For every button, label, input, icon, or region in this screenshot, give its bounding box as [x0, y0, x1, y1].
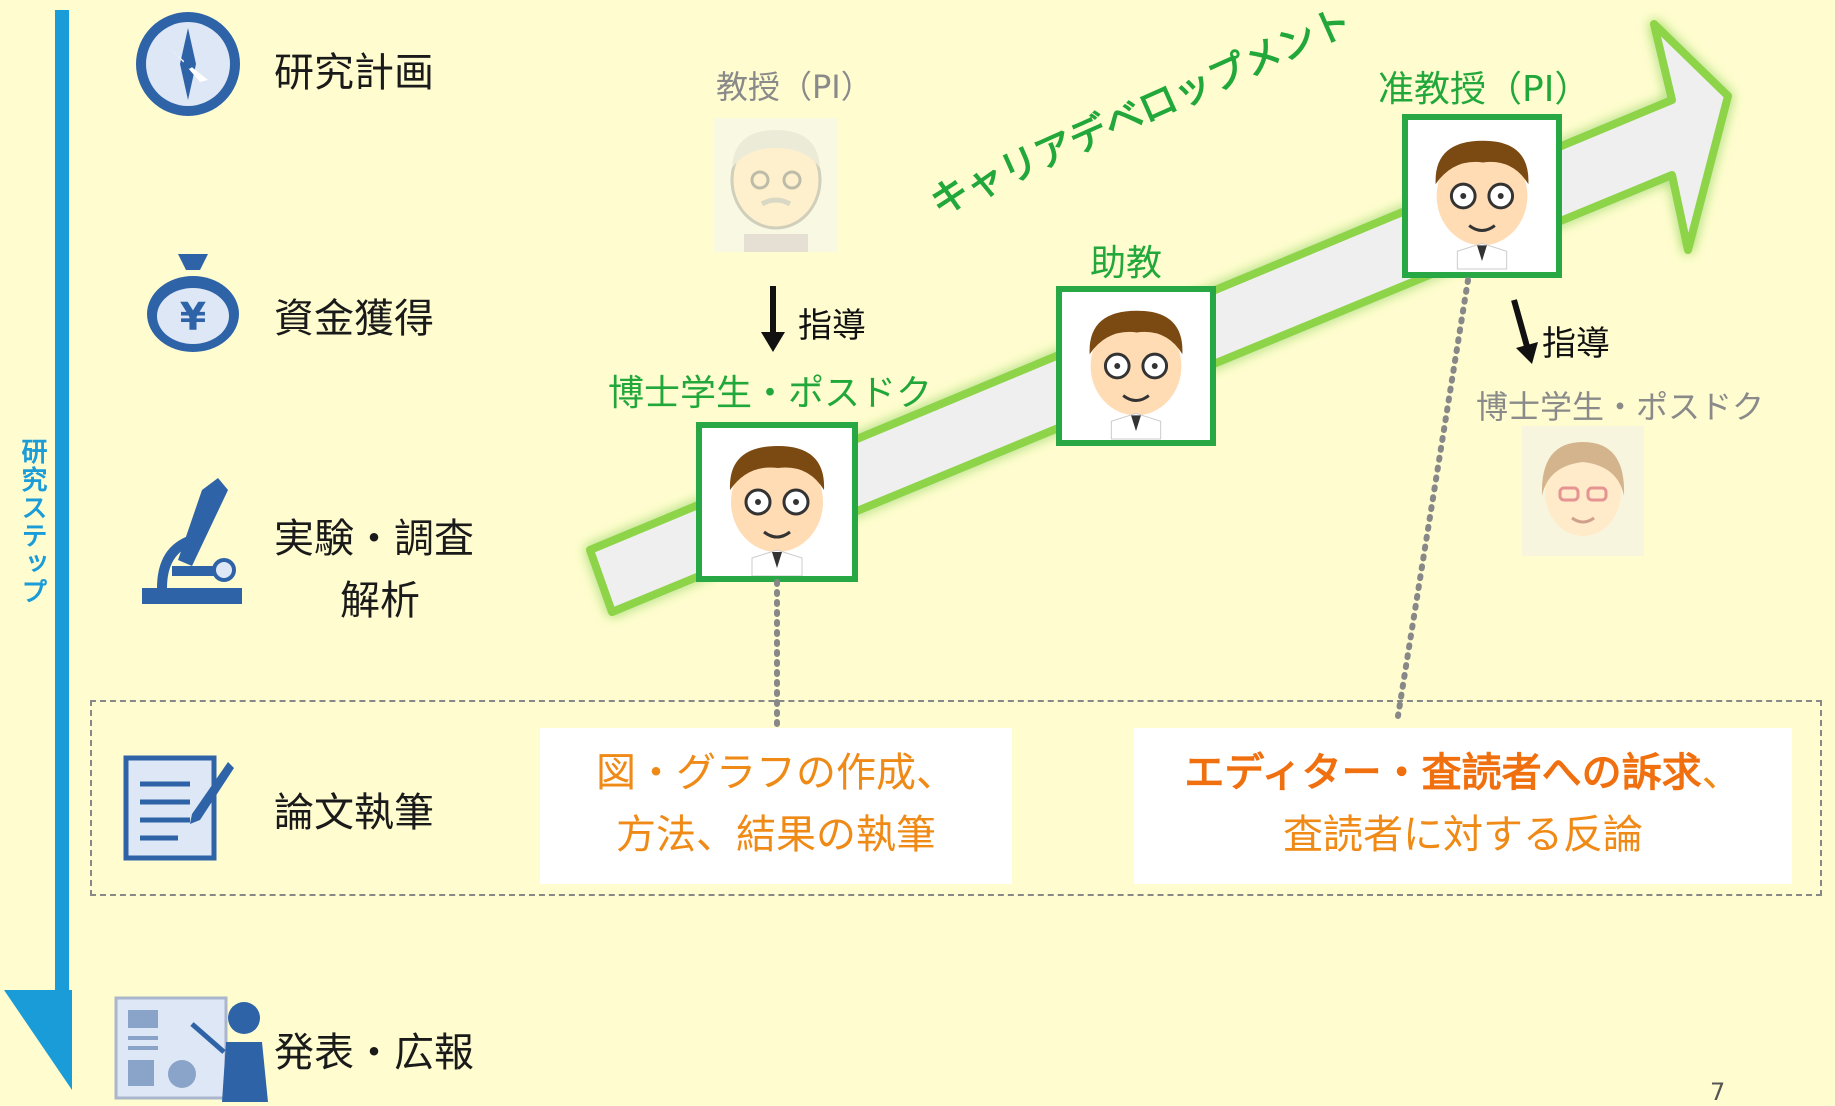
writing-task-figures-line2: 方法、結果の執筆: [616, 812, 936, 858]
microscope-icon: [142, 478, 242, 604]
step-research-plan: 研究計画: [274, 50, 434, 96]
research-step-axis: [4, 10, 72, 1090]
role-phd-postdoc-next-label: 博士学生・ポスドク: [1476, 388, 1765, 426]
money-bag-icon: ¥: [147, 254, 239, 352]
guidance-arrow-right: [1511, 299, 1538, 364]
step-analysis: 解析: [340, 578, 420, 624]
researcher-face-icon: [1089, 310, 1183, 440]
elder-face-icon: [714, 118, 838, 252]
compass-icon: [136, 12, 240, 116]
guidance-label-right: 指導: [1542, 324, 1610, 364]
researcher-face-icon: [1435, 140, 1529, 270]
writing-task-figures-line1: 図・グラフの作成、: [596, 750, 956, 796]
role-phd-postdoc-label: 博士学生・ポスドク: [608, 373, 933, 414]
axis-label: 研究ステップ: [17, 438, 47, 606]
guidance-arrow-left: [761, 286, 785, 352]
writing-task-editor-line2: 査読者に対する反論: [1283, 812, 1643, 858]
writing-task-figures-box: 図・グラフの作成、 方法、結果の執筆: [540, 728, 1012, 884]
step-paper-writing: 論文執筆: [274, 790, 434, 836]
professor-portrait: [714, 118, 838, 252]
assistant-professor-portrait: [1056, 286, 1216, 446]
writing-task-editor-line1: エディター・査読者への訴求、: [1134, 742, 1792, 804]
presentation-icon: [114, 996, 268, 1102]
researcher-face-icon: [729, 446, 825, 577]
page-number: 7: [1710, 1078, 1726, 1106]
step-presentation: 発表・広報: [274, 1030, 474, 1076]
next-phd-postdoc-portrait: [1522, 426, 1644, 556]
editor-appeal-emphasis: エディター・査読者への訴求: [1184, 750, 1702, 796]
writing-task-editor-box: エディター・査読者への訴求、 査読者に対する反論: [1134, 728, 1792, 884]
document-icon: [123, 755, 234, 861]
associate-professor-portrait: [1402, 114, 1562, 278]
female-researcher-face-icon: [1522, 426, 1644, 556]
role-professor-label: 教授（PI）: [716, 68, 873, 106]
step-experiment: 実験・調査: [274, 516, 474, 562]
role-associate-professor-label: 准教授（PI）: [1378, 69, 1591, 110]
writing-section-frame: [90, 700, 1822, 896]
step-funding: 資金獲得: [274, 296, 434, 342]
editor-appeal-comma: 、: [1701, 750, 1742, 796]
svg-text:¥: ¥: [180, 295, 206, 339]
role-assistant-professor-label: 助教: [1090, 243, 1163, 284]
guidance-label-left: 指導: [798, 306, 866, 346]
